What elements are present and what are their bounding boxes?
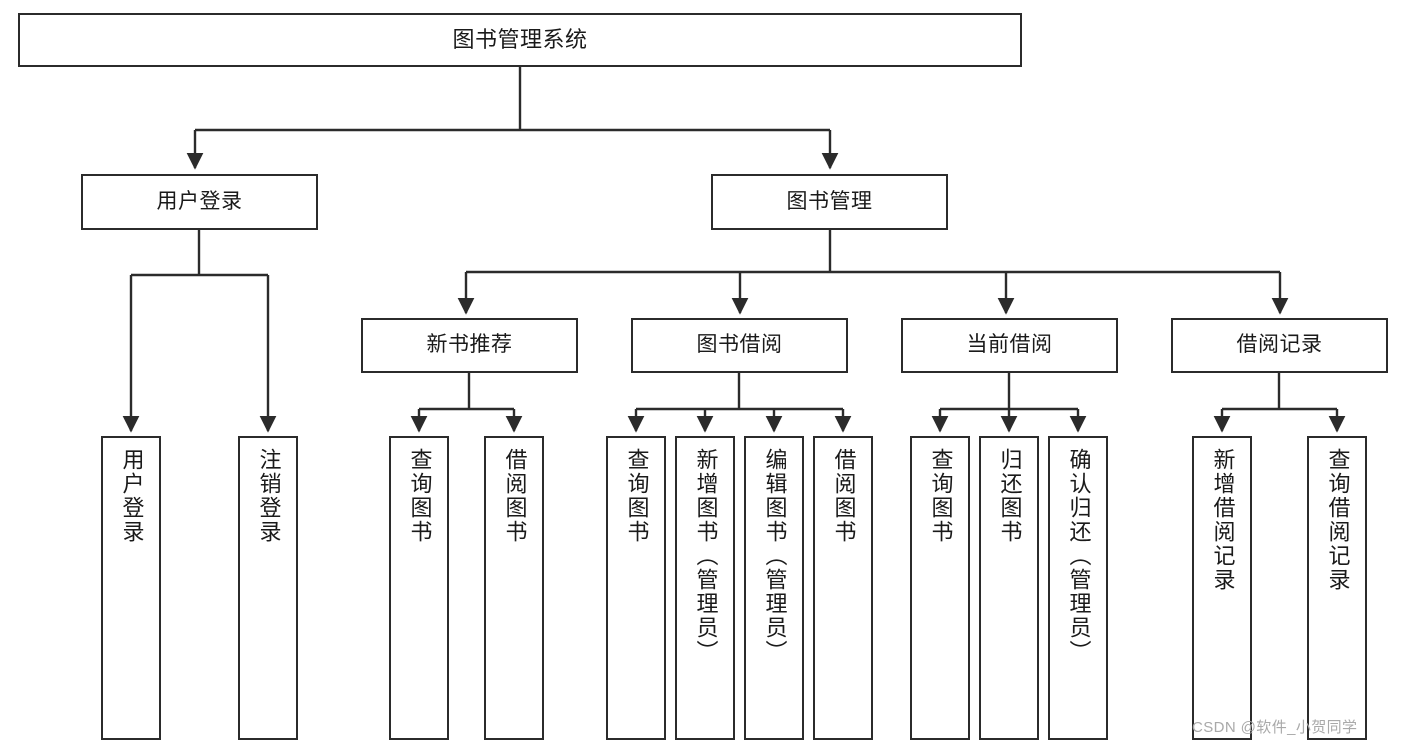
- node-leaf-return-book[interactable]: 归还图书: [979, 436, 1039, 740]
- node-leaf-query-book-2[interactable]: 查询图书: [606, 436, 666, 740]
- node-leaf-user-login[interactable]: 用户登录: [101, 436, 161, 740]
- node-leaf-confirm-return-label: 确认归还（管理员）: [1066, 448, 1092, 664]
- node-leaf-query-book-1[interactable]: 查询图书: [389, 436, 449, 740]
- node-borrow-record-label: 借阅记录: [1236, 333, 1323, 357]
- node-book-manage[interactable]: 图书管理: [711, 174, 948, 230]
- node-leaf-query-book-3-label: 查询图书: [928, 448, 954, 544]
- node-current-borrow[interactable]: 当前借阅: [901, 318, 1118, 373]
- node-user-login[interactable]: 用户登录: [81, 174, 318, 230]
- node-leaf-add-book-label: 新增图书（管理员）: [693, 448, 719, 664]
- node-book-manage-label: 图书管理: [786, 189, 873, 213]
- node-user-login-label: 用户登录: [156, 189, 243, 213]
- node-leaf-edit-book[interactable]: 编辑图书（管理员）: [744, 436, 804, 740]
- node-borrow-record[interactable]: 借阅记录: [1171, 318, 1388, 373]
- node-leaf-add-record[interactable]: 新增借阅记录: [1192, 436, 1252, 740]
- node-leaf-borrow-book-2-label: 借阅图书: [831, 448, 857, 544]
- node-leaf-borrow-book-2[interactable]: 借阅图书: [813, 436, 873, 740]
- node-leaf-logout[interactable]: 注销登录: [238, 436, 298, 740]
- node-book-borrow[interactable]: 图书借阅: [631, 318, 848, 373]
- node-root-label: 图书管理系统: [452, 27, 588, 53]
- node-leaf-query-book-3[interactable]: 查询图书: [910, 436, 970, 740]
- node-leaf-query-book-1-label: 查询图书: [407, 448, 433, 544]
- node-leaf-add-record-label: 新增借阅记录: [1210, 448, 1236, 592]
- node-leaf-query-book-2-label: 查询图书: [624, 448, 650, 544]
- node-root[interactable]: 图书管理系统: [18, 13, 1022, 67]
- node-book-borrow-label: 图书借阅: [696, 333, 783, 357]
- node-leaf-borrow-book-1-label: 借阅图书: [502, 448, 528, 544]
- node-leaf-borrow-book-1[interactable]: 借阅图书: [484, 436, 544, 740]
- node-leaf-query-record-label: 查询借阅记录: [1325, 448, 1351, 592]
- node-leaf-return-book-label: 归还图书: [997, 448, 1023, 544]
- node-leaf-add-book[interactable]: 新增图书（管理员）: [675, 436, 735, 740]
- node-new-book-rec-label: 新书推荐: [426, 333, 513, 357]
- node-leaf-confirm-return[interactable]: 确认归还（管理员）: [1048, 436, 1108, 740]
- node-new-book-rec[interactable]: 新书推荐: [361, 318, 578, 373]
- node-current-borrow-label: 当前借阅: [966, 333, 1053, 357]
- node-leaf-query-record[interactable]: 查询借阅记录: [1307, 436, 1367, 740]
- node-leaf-user-login-label: 用户登录: [119, 448, 145, 544]
- node-leaf-logout-label: 注销登录: [256, 448, 282, 544]
- node-leaf-edit-book-label: 编辑图书（管理员）: [762, 448, 788, 664]
